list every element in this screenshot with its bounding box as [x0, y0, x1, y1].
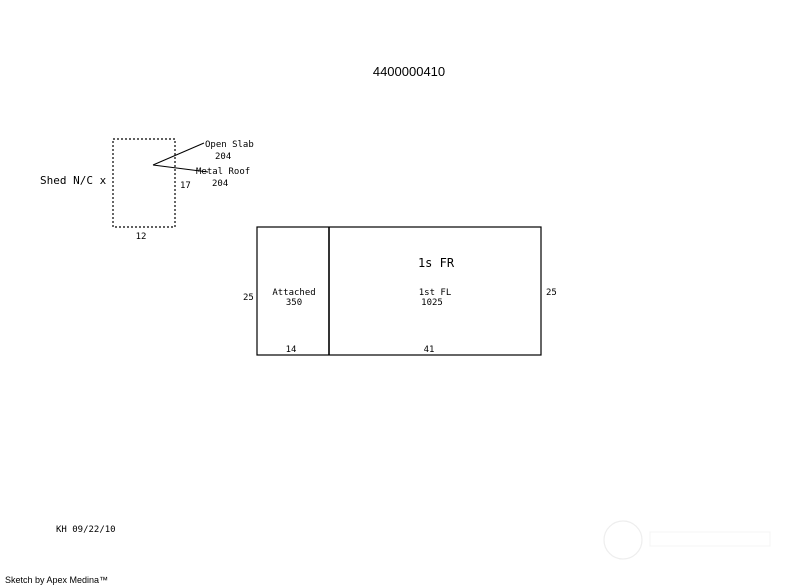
main-title: 1s FR	[418, 256, 455, 270]
metal-roof-name: Metal Roof	[196, 167, 250, 177]
attached-name: Attached	[272, 288, 315, 298]
main-area: 1025	[421, 298, 443, 308]
sketch-credit: Sketch by Apex Medina™	[5, 575, 108, 585]
house-outline	[256, 226, 542, 356]
open-slab-leader-line	[152, 142, 205, 166]
open-slab-name: Open Slab	[205, 140, 254, 150]
main-name: 1st FL	[419, 288, 452, 298]
main-width-label: 41	[424, 345, 435, 355]
watermark-circle	[603, 520, 643, 560]
open-slab-area: 204	[215, 152, 231, 162]
house-right-depth-label: 25	[546, 288, 557, 298]
shed-outline	[112, 138, 176, 228]
metal-roof-leader-line	[152, 164, 209, 173]
watermark-bar	[649, 531, 771, 547]
shed-depth-label: 17	[180, 181, 191, 191]
attached-width-label: 14	[286, 345, 297, 355]
house-left-depth-label: 25	[243, 293, 254, 303]
shed-width-label: 12	[136, 232, 147, 242]
attached-area: 350	[286, 298, 302, 308]
parcel-id: 4400000410	[373, 64, 445, 79]
metal-roof-area: 204	[212, 179, 228, 189]
shed-label: Shed N/C x	[40, 174, 107, 187]
initials-date: KH 09/22/10	[56, 525, 116, 535]
